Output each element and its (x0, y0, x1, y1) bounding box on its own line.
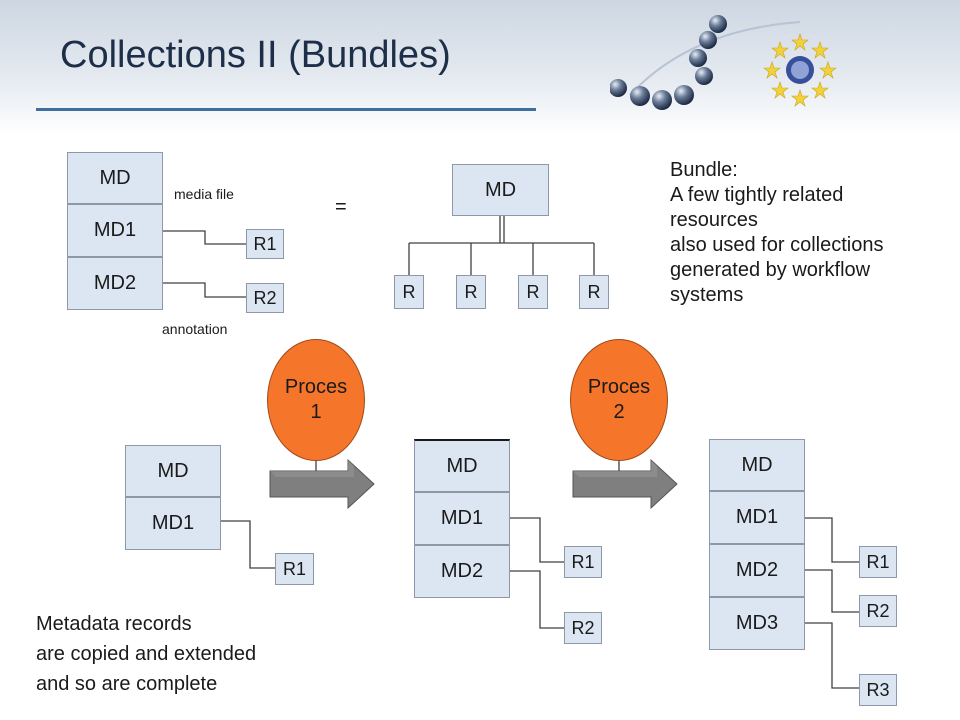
page-title: Collections II (Bundles) (60, 34, 451, 76)
process-1-ellipse: Proces 1 (267, 339, 365, 461)
md2-box: MD2 (414, 545, 510, 598)
r3-box: R3 (859, 674, 897, 706)
r-box: R (456, 275, 486, 309)
r1-box: R1 (859, 546, 897, 578)
md-box: MD (67, 152, 163, 204)
r-box: R (394, 275, 424, 309)
md2-box: MD2 (709, 544, 805, 597)
text-line: generated by workflow (670, 259, 871, 281)
md1-box: MD1 (709, 491, 805, 544)
text-line: Metadata records (36, 613, 192, 635)
md-box: MD (709, 439, 805, 491)
equals-sign: = (335, 196, 347, 218)
r2-box: R2 (564, 612, 602, 644)
md-box: MD (125, 445, 221, 497)
european-research-infrastructure-logo (610, 15, 837, 110)
process-number: 2 (613, 401, 625, 423)
md3-box: MD3 (709, 597, 805, 650)
annotation-label: annotation (162, 321, 228, 337)
md1-box: MD1 (414, 492, 510, 545)
text-line: also used for collections (670, 234, 884, 256)
r-box: R (579, 275, 609, 309)
r2-box: R2 (246, 283, 284, 313)
text-line: A few tightly related (670, 184, 844, 206)
bundle-description: Bundle: A few tightly related resources … (670, 158, 955, 308)
md-box: MD (414, 439, 510, 492)
title-underline (36, 108, 536, 111)
media-file-label: media file (174, 186, 234, 202)
process-label: Proces (587, 376, 651, 398)
r1-box: R1 (246, 229, 284, 259)
text-line: Bundle: (670, 159, 738, 181)
r-box: R (518, 275, 548, 309)
block-arrow-right-icon (572, 458, 678, 510)
r1-box: R1 (275, 553, 314, 585)
text-line: and so are complete (36, 673, 218, 695)
r2-box: R2 (859, 595, 897, 627)
text-line: resources (670, 209, 758, 231)
process-number: 1 (310, 401, 322, 423)
block-arrow-right-icon (269, 458, 375, 510)
metadata-description: Metadata records are copied and extended… (36, 609, 256, 699)
md-box: MD (452, 164, 549, 216)
process-label: Proces (284, 376, 348, 398)
text-line: are copied and extended (36, 643, 257, 665)
md1-box: MD1 (125, 497, 221, 550)
md2-box: MD2 (67, 257, 163, 310)
process-2-ellipse: Proces 2 (570, 339, 668, 461)
md1-box: MD1 (67, 204, 163, 257)
text-line: systems (670, 284, 744, 306)
r1-box: R1 (564, 546, 602, 578)
